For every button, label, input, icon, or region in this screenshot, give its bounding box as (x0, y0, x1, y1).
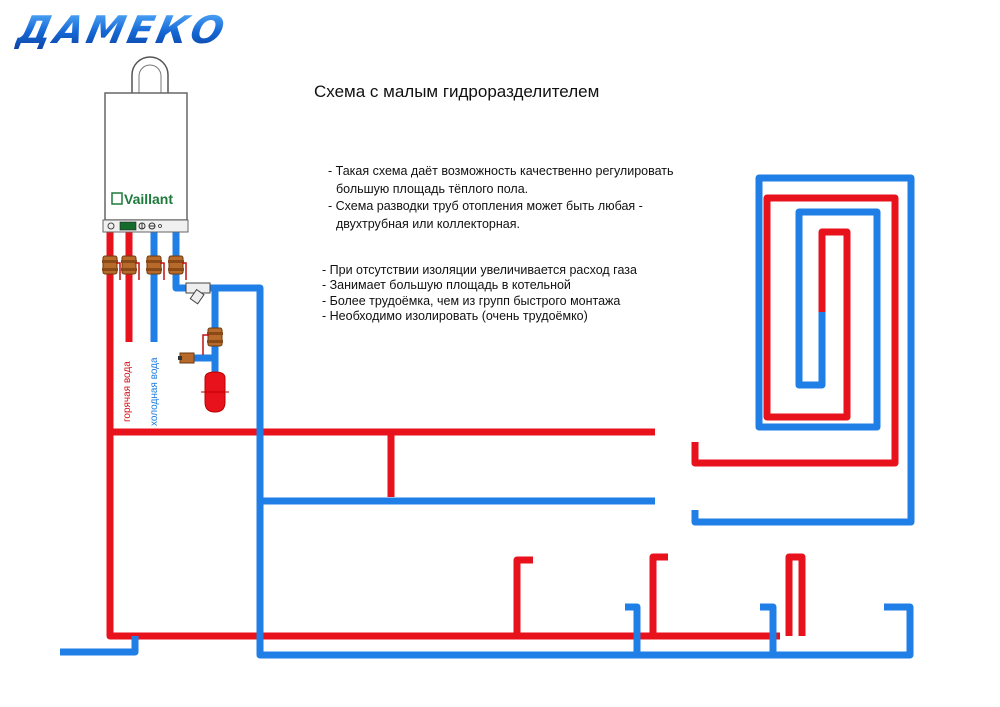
hot-pipe-radiator-1 (513, 556, 533, 636)
page-title: Схема с малым гидроразделителем (314, 82, 600, 101)
boiler-brand-badge (111, 192, 123, 205)
strainer-filter-return[interactable] (185, 282, 211, 305)
cons-list: - При отсутствии изоляции увеличивается … (322, 263, 637, 324)
hot-water-label: горячая вода (122, 361, 133, 422)
boiler-knob-icon (107, 222, 115, 230)
boiler-valves[interactable] (101, 255, 187, 280)
hot-pipe-radiator-3 (785, 553, 806, 636)
cold-pipes (60, 174, 915, 659)
boiler-display (119, 221, 137, 231)
boiler-flue (131, 56, 169, 93)
cons-item: - Занимает большую площадь в котельной (322, 278, 571, 293)
expansion-tank[interactable] (178, 327, 229, 413)
cons-item: - Необходимо изолировать (очень трудоёмк… (322, 308, 588, 323)
cold-pipe-floor-return (691, 174, 915, 526)
boiler-brand: Vaillant (124, 191, 173, 207)
cold-water-label: холодная вода (149, 357, 160, 426)
pros-item: большую площадь тёплого пола. (336, 181, 529, 196)
pros-item: - Схема разводки труб отопления может бы… (328, 199, 643, 213)
cons-item: - При отсутствии изоляции увеличивается … (322, 263, 637, 277)
cold-pipe-radiator-1-return (625, 603, 641, 655)
hot-pipes (106, 194, 899, 640)
cold-pipe-makeup (60, 636, 139, 656)
pros-item: двухтрубная или коллекторная. (336, 216, 520, 231)
company-logo: ДАМЕКО (13, 8, 232, 52)
hot-pipe-radiator-2 (649, 553, 668, 636)
boiler-body (104, 92, 188, 221)
cold-pipe-return-riser (172, 232, 914, 659)
pros-item: - Такая схема даёт возможность качествен… (328, 164, 674, 178)
pros-list: - Такая схема даёт возможность качествен… (328, 163, 674, 233)
cold-pipe-radiator-2-return (760, 603, 777, 655)
hot-pipe-floor-outlet (691, 194, 899, 467)
cons-item: - Более трудоёмка, чем из групп быстрого… (322, 293, 621, 308)
boiler[interactable]: Vaillant (102, 56, 189, 233)
